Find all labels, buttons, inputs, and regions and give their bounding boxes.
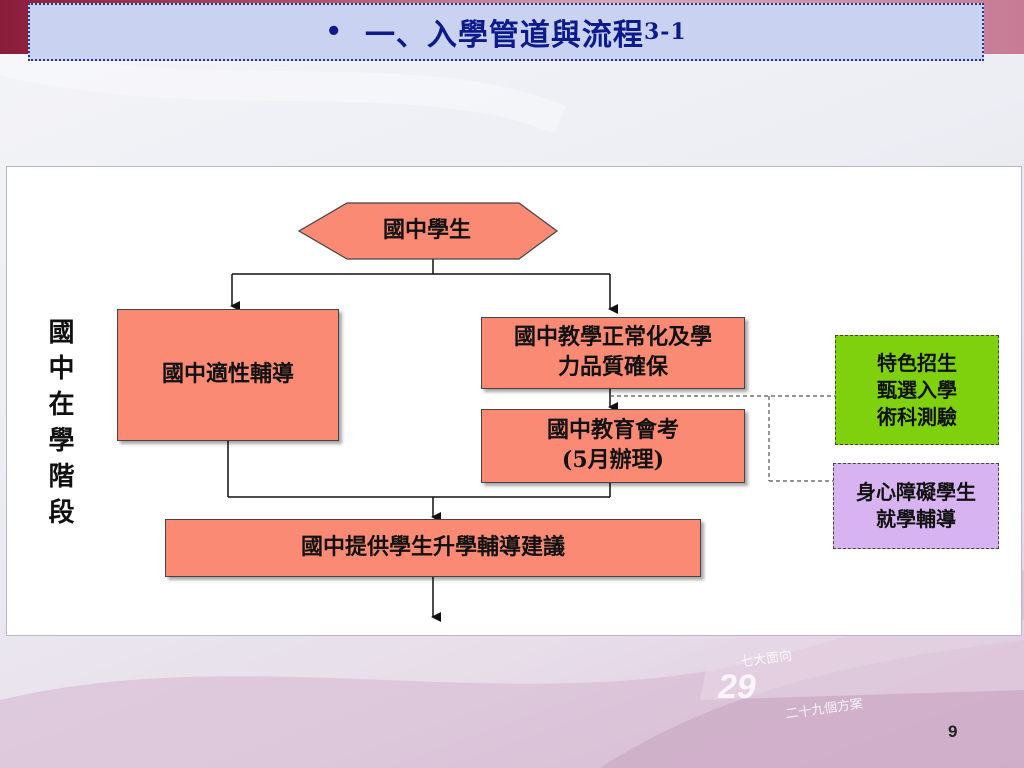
decor-number: 29 — [718, 668, 756, 706]
node-special-admission-line3: 術科測驗 — [877, 404, 957, 429]
node-special-admission-line1: 特色招生 — [877, 350, 957, 375]
node-education-exam: 國中教育會考 (5月辦理) — [481, 409, 745, 483]
node-teaching-normalization-line1: 國中教學正常化及學 — [513, 324, 712, 351]
start-hexagon — [297, 202, 559, 260]
node-teaching-normalization-line2: 力品質確保 — [557, 354, 668, 380]
diagram-panel: 國中學生 國中適性輔導 國中教學正常化及學 力品質確保 國中教育會考 (5月辦理… — [6, 166, 1022, 636]
page-number: 9 — [948, 722, 958, 741]
node-disability-guidance-line1: 身心障礙學生 — [856, 480, 976, 504]
node-junior-high-students: 國中學生 — [382, 217, 471, 244]
vertical-stage-label: 國中在學階段 — [44, 318, 74, 534]
node-special-admission-line2: 甄選入學 — [877, 377, 957, 402]
node-disability-guidance: 身心障礙學生 就學輔導 — [833, 463, 999, 549]
node-adaptive-counseling: 國中適性輔導 — [117, 309, 339, 441]
slide-title-suffix: 3-1 — [643, 19, 687, 45]
connector-lines — [227, 202, 835, 622]
node-disability-guidance-line2: 就學輔導 — [876, 507, 956, 531]
node-guidance-advice: 國中提供學生升學輔導建議 — [165, 519, 701, 577]
slide-title: 一、入學管道與流程 — [364, 18, 644, 53]
title-box: • 一、入學管道與流程 3-1 — [28, 3, 984, 61]
decor-text-aspects: 七大面向 — [739, 647, 793, 670]
node-education-exam-line1: 國中教育會考 — [546, 417, 679, 444]
title-bullet: • — [325, 17, 343, 47]
node-special-admission: 特色招生 甄選入學 術科測驗 — [835, 335, 999, 445]
decor-text-plans: 二十九個方案 — [784, 695, 864, 722]
node-education-exam-line2: (5月辦理) — [561, 447, 665, 473]
node-teaching-normalization: 國中教學正常化及學 力品質確保 — [481, 317, 745, 389]
